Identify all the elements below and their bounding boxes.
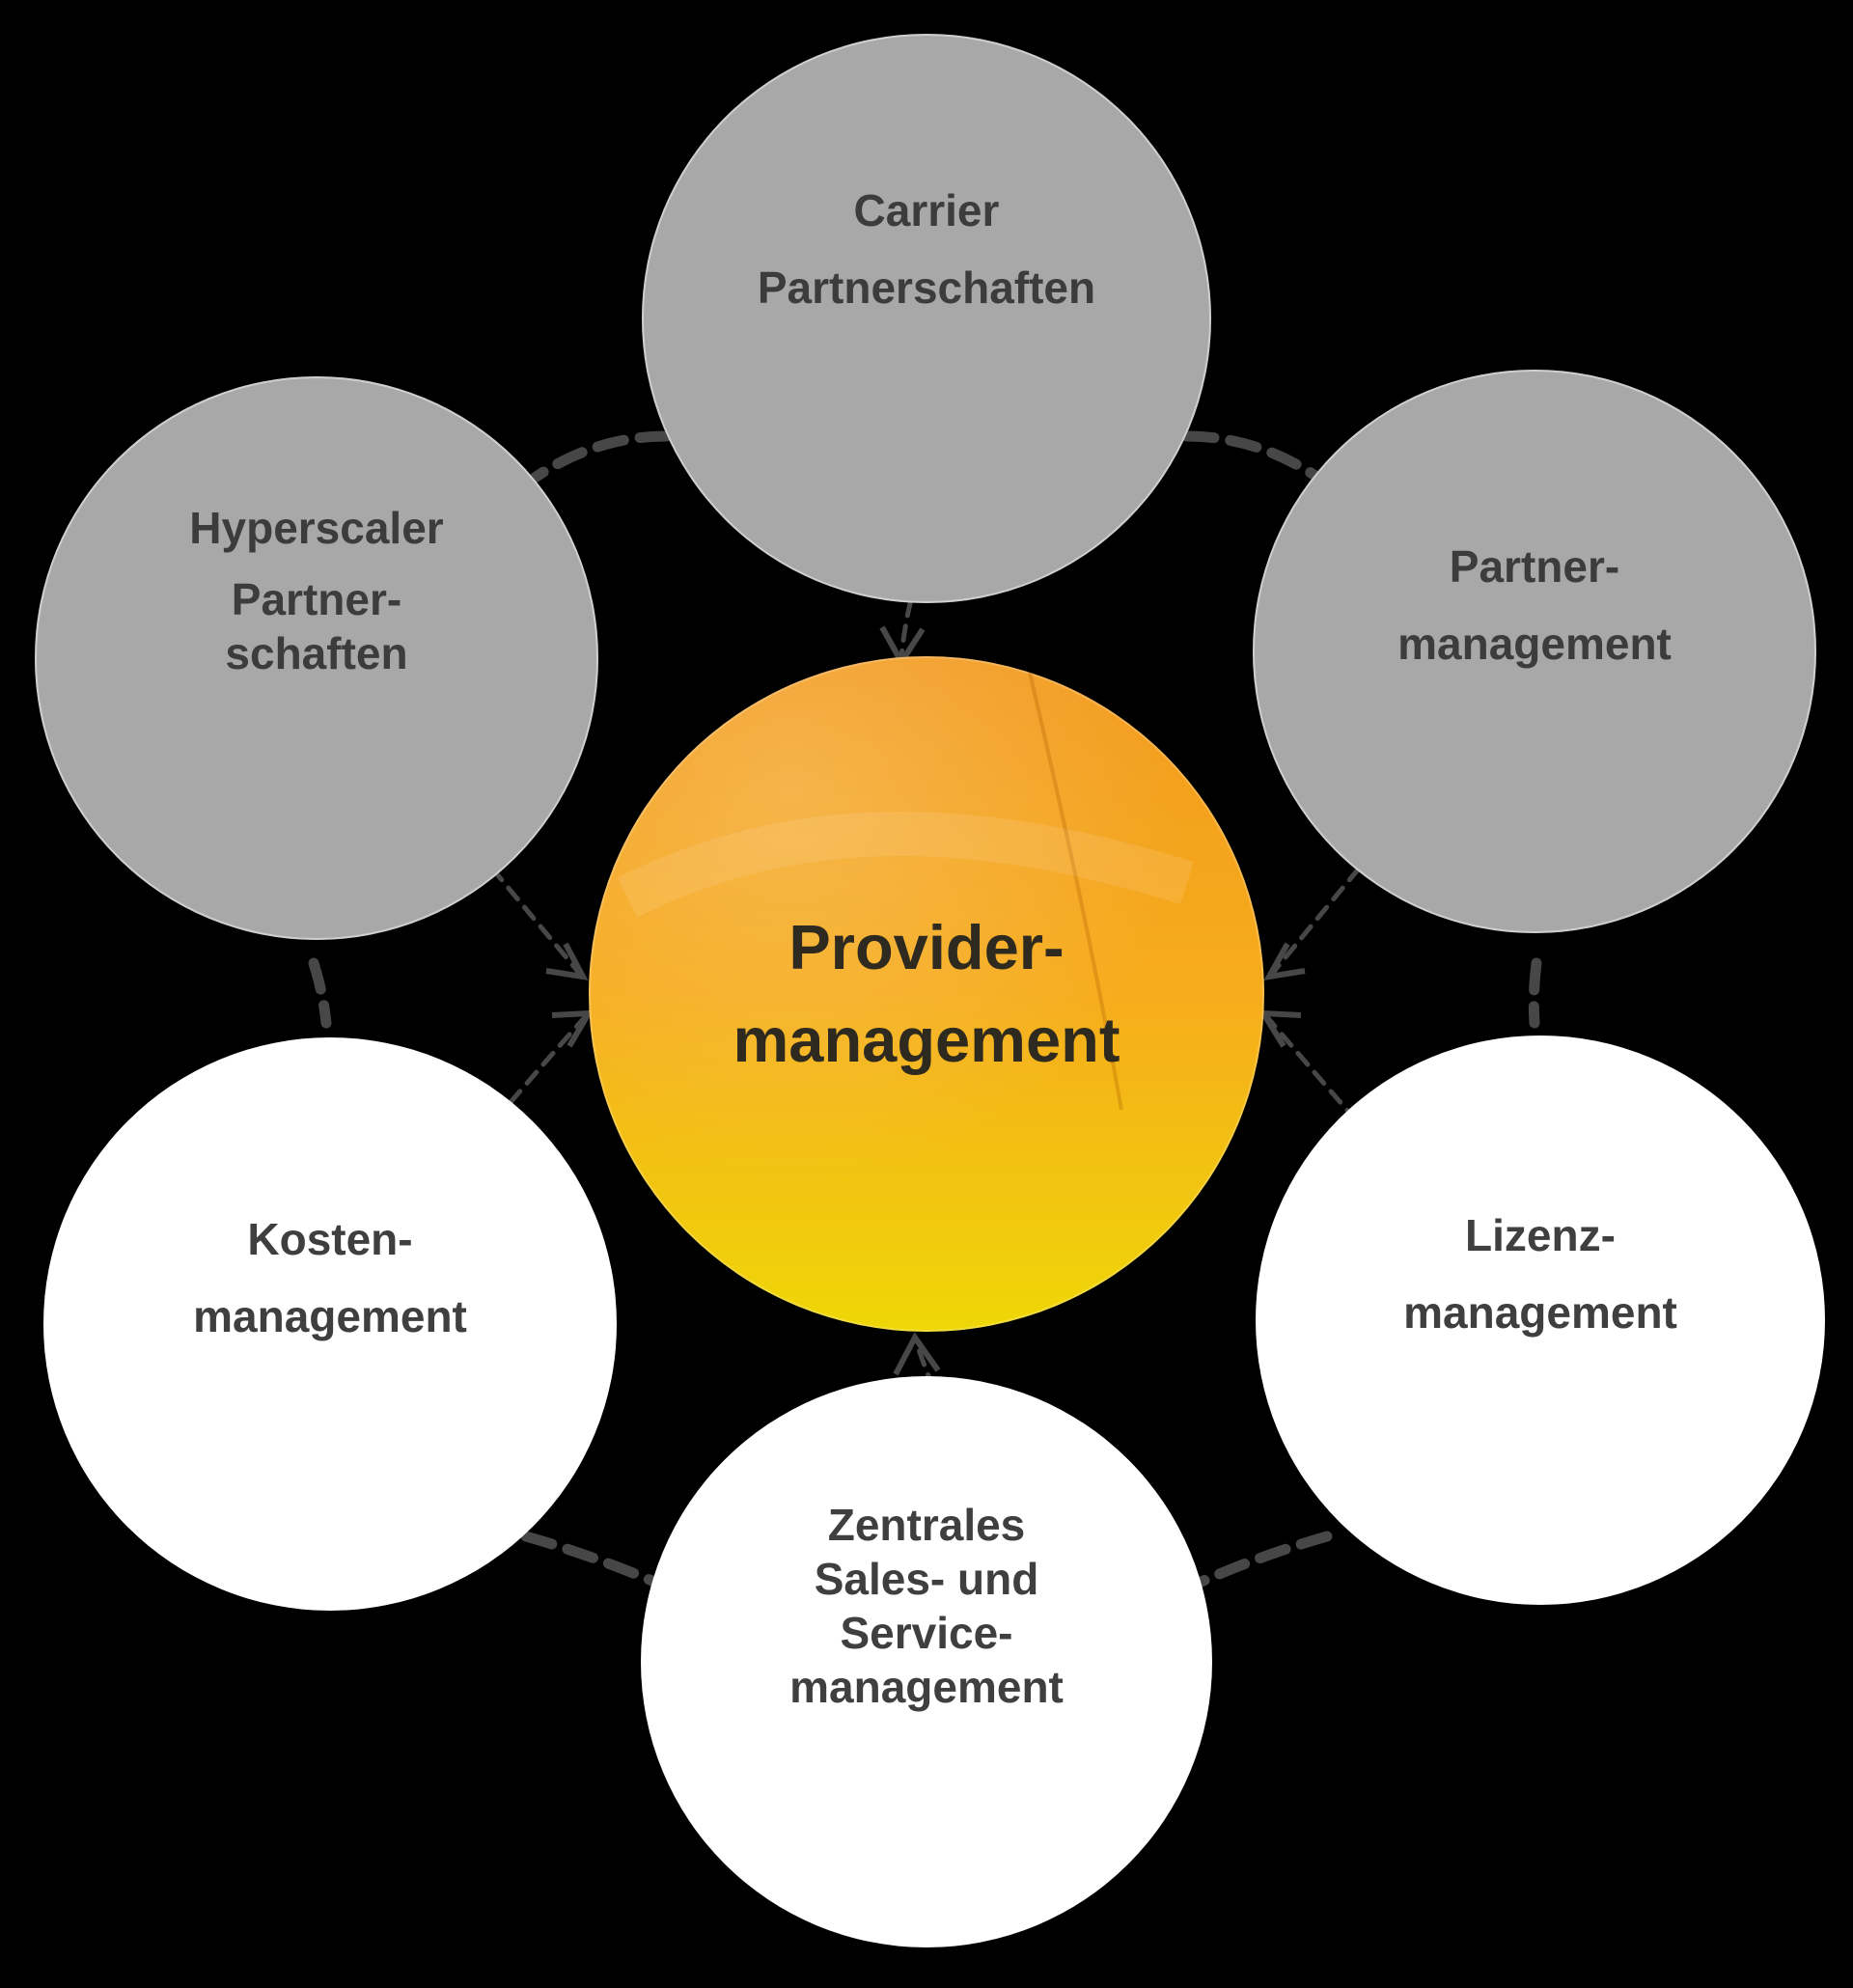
- node-kostenmanagement: Kosten-management: [43, 1037, 617, 1611]
- label-line: management: [789, 1662, 1064, 1712]
- connector-lizenz-zentrales: [1189, 1531, 1333, 1590]
- connector-kosten-zentrales: [520, 1531, 667, 1590]
- label-line: Sales- und: [814, 1554, 1039, 1604]
- swirl-decoration: [617, 663, 1194, 1111]
- swirl-line: [1026, 663, 1123, 1111]
- arrow-partner-to-center: [1270, 866, 1362, 976]
- label-line: management: [1397, 619, 1672, 669]
- node-provider-management-center: Provider-management: [589, 656, 1264, 1332]
- label-line: Service-: [840, 1608, 1013, 1658]
- center-label: Provider-management: [733, 901, 1120, 1087]
- arrowhead-right-upper: [1263, 942, 1306, 980]
- arrowhead-left-lower: [551, 1009, 595, 1048]
- connector-hyperscaler-kosten: [308, 957, 332, 1029]
- label-line: management: [193, 1291, 467, 1341]
- label-line: Provider-: [788, 912, 1065, 982]
- label-line: Zentrales: [827, 1500, 1026, 1550]
- node-partnermanagement: Partner-management: [1253, 370, 1816, 933]
- label-line: Hyperscaler: [189, 503, 444, 553]
- connector-hyperscaler-carrier: [515, 430, 672, 493]
- arrow-kosten-to-center: [491, 1014, 588, 1124]
- label-line: Carrier: [853, 185, 1000, 235]
- swirl-band: [617, 812, 1194, 918]
- arrowhead-left-upper: [545, 942, 589, 980]
- node-label: Partner-management: [1397, 539, 1672, 671]
- label-line: Partnerschaften: [757, 262, 1096, 313]
- node-lizenzmanagement: Lizenz-management: [1256, 1035, 1825, 1605]
- node-label: Kosten-management: [193, 1212, 467, 1343]
- connector-partner-lizenz: [1528, 957, 1542, 1029]
- label-line: schaften: [225, 628, 408, 678]
- arrow-hyperscaler-to-center: [489, 866, 582, 976]
- label-line: Partner-: [1449, 541, 1620, 592]
- label-line: Partner-: [231, 574, 402, 624]
- arrowhead-right-lower: [1258, 1009, 1302, 1048]
- arrowhead-bottom: [893, 1332, 941, 1376]
- label-line: Kosten-: [247, 1214, 413, 1264]
- node-label: Lizenz-management: [1403, 1208, 1677, 1339]
- label-line: management: [1403, 1287, 1677, 1338]
- label-line: management: [733, 1005, 1120, 1075]
- arrow-lizenz-to-center: [1264, 1014, 1360, 1124]
- label-line: Lizenz-: [1465, 1210, 1616, 1260]
